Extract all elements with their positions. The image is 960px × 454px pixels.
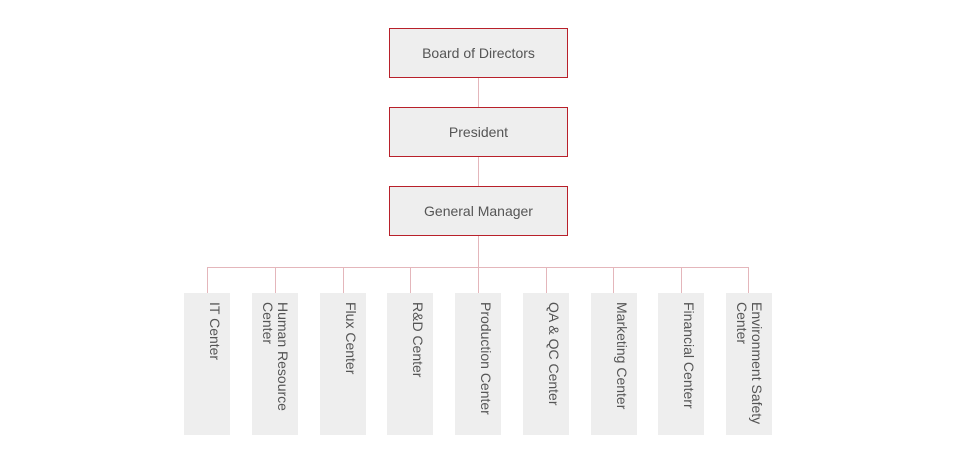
dept-label: Flux Center [343,302,359,375]
dept-label: Environment Safety Center [734,302,765,425]
connector-president-gm [478,157,479,186]
connector-dept-hr [275,267,276,293]
connector-board-president [478,78,479,107]
connector-dept-qa [546,267,547,293]
dept-qa-qc-center: QA & QC Center [523,293,569,435]
connector-dept-marketing [613,267,614,293]
dept-it-center: IT Center [184,293,230,435]
dept-label: IT Center [207,302,223,361]
dept-environment-safety-center: Environment Safety Center [726,293,772,435]
dept-marketing-center: Marketing Center [591,293,637,435]
dept-financial-center: Financial Centerr [658,293,704,435]
dept-human-resource-center: Human Resource Center [252,293,298,435]
dept-label: Human Resource Center [260,302,291,411]
node-president: President [389,107,568,157]
connector-dept-flux [343,267,344,293]
dept-flux-center: Flux Center [320,293,366,435]
dept-rd-center: R&D Center [387,293,433,435]
dept-label: R&D Center [410,302,426,378]
node-general-manager: General Manager [389,186,568,236]
connector-dept-environment [748,267,749,293]
connector-dept-it [207,267,208,293]
dept-label: Financial Centerr [681,302,697,409]
node-label: President [448,124,509,140]
dept-label: QA & QC Center [546,302,562,406]
dept-production-center: Production Center [455,293,501,435]
node-label: General Manager [424,203,533,219]
dept-label: Production Center [478,302,494,415]
connector-dept-production [478,267,479,293]
dept-label: Marketing Center [614,302,630,410]
node-board-of-directors: Board of Directors [389,28,568,78]
connector-dept-financial [681,267,682,293]
connector-gm-bus [478,236,479,267]
connector-dept-rd [410,267,411,293]
node-label: Board of Directors [422,45,535,61]
